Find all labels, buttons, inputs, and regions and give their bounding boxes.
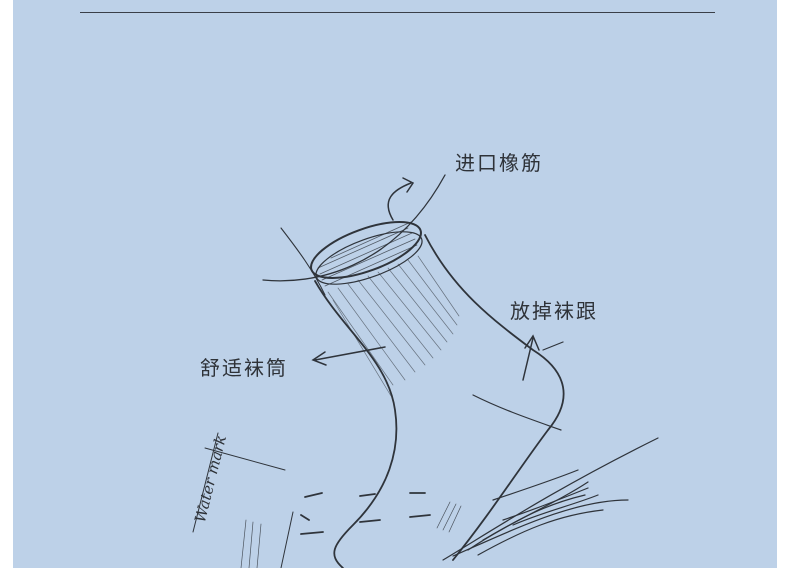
cuff-inner [315,231,423,285]
elastic-stripes [327,255,460,397]
sock-back-line [424,234,565,561]
top-divider [80,12,715,13]
arrow-right [522,334,540,381]
sketch-panel: 进口橡筋 放掉袜跟 舒适袜筒 Water mark [13,0,777,568]
sock-front-line [314,280,398,568]
cuff-hatching [317,221,418,287]
tag-outline [192,432,294,568]
label-heel: 放掉袜跟 [510,299,598,323]
arrow-top [387,177,415,221]
small-print [240,501,462,568]
foot-scribbles [442,437,659,561]
seam-dashes [300,492,431,535]
sock-sketch [192,174,659,568]
label-imported-elastic: 进口橡筋 [455,151,543,175]
label-comfort-leg: 舒适袜筒 [200,356,288,380]
arrow-left [311,346,386,366]
